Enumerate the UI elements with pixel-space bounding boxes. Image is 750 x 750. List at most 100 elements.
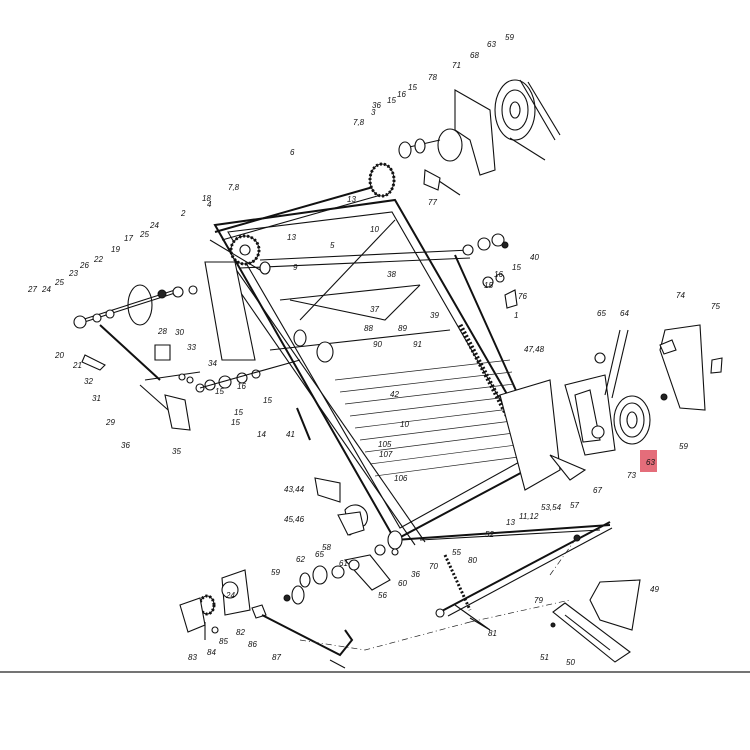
- part-label: 59: [679, 442, 688, 451]
- long-shaft: [435, 521, 613, 631]
- part-label: 15: [484, 281, 493, 290]
- part-label: 15: [263, 396, 272, 405]
- part-label: 24: [149, 221, 159, 230]
- part-label: 90: [373, 340, 382, 349]
- part-label: 41: [286, 430, 295, 439]
- part-label: 3: [371, 108, 376, 117]
- part-label: 73: [627, 471, 636, 480]
- top-sprocket: [368, 162, 396, 198]
- part-label: 59: [505, 33, 514, 42]
- part-label: 13: [287, 233, 296, 242]
- part-label: 14: [257, 430, 266, 439]
- part-label: 7,8: [228, 183, 240, 192]
- part-label: 35: [172, 447, 181, 456]
- left-sprocket-assembly: [204, 234, 271, 361]
- part-label: 82: [236, 628, 245, 637]
- part-label: 88: [364, 324, 373, 333]
- part-label: 36: [411, 570, 420, 579]
- part-label: 13: [506, 518, 515, 527]
- part-label: 65: [315, 550, 324, 559]
- part-label: 30: [175, 328, 184, 337]
- part-label: 16: [237, 382, 246, 391]
- highlight-box: [640, 450, 657, 472]
- part-label: 10: [370, 225, 379, 234]
- part-label: 61: [339, 559, 348, 568]
- part-label: 67: [593, 486, 602, 495]
- part-label: 83: [188, 653, 197, 662]
- part-label: 20: [54, 351, 64, 360]
- part-label: 36: [372, 101, 381, 110]
- bottom-right-plates: [550, 579, 641, 663]
- part-label: 9: [293, 263, 298, 272]
- part-label: 45,46: [284, 515, 305, 524]
- part-label: 76: [518, 292, 527, 301]
- part-label: 71: [452, 61, 461, 70]
- part-label: 16: [397, 90, 406, 99]
- part-label: 60: [398, 579, 407, 588]
- part-label: 34: [208, 359, 217, 368]
- part-label: 26: [79, 261, 89, 270]
- part-label: 58: [322, 543, 331, 552]
- part-label: 33: [187, 343, 196, 352]
- part-label: 86: [248, 640, 257, 649]
- part-label: 32: [84, 377, 93, 386]
- part-label: 51: [540, 653, 549, 662]
- part-label: 65: [597, 309, 606, 318]
- part-label: 63: [487, 40, 496, 49]
- part-label: 2: [180, 209, 186, 218]
- part-label: 91: [413, 340, 422, 349]
- part-label: 62: [296, 555, 305, 564]
- left-disc-and-lever: [73, 284, 301, 431]
- part-label: 56: [378, 591, 387, 600]
- crank-assembly: [179, 569, 354, 669]
- part-label: 13: [347, 195, 356, 204]
- part-label: 53,54: [541, 503, 562, 512]
- part-label: 39: [430, 311, 439, 320]
- part-label: 40: [530, 253, 539, 262]
- part-label: 50: [566, 658, 575, 667]
- part-label: 15: [387, 96, 396, 105]
- part-label: 70: [429, 562, 438, 571]
- top-pulley-assembly: [398, 79, 561, 196]
- part-label: 18: [202, 194, 211, 203]
- part-label: 16: [494, 270, 503, 279]
- part-label: 49: [650, 585, 659, 594]
- part-label: 22: [93, 255, 103, 264]
- part-label: 68: [470, 51, 479, 60]
- part-label: 11,12: [519, 512, 539, 521]
- part-label: 85: [219, 637, 228, 646]
- part-label: 55: [452, 548, 461, 557]
- part-label: 27: [27, 285, 37, 294]
- part-label: 74: [676, 291, 685, 300]
- part-label: 37: [370, 305, 379, 314]
- part-label: 24: [41, 285, 51, 294]
- bottom-middle-parts: [283, 544, 472, 611]
- part-label: 52: [485, 530, 494, 539]
- part-label: 77: [428, 198, 437, 207]
- part-label: 31: [92, 394, 101, 403]
- part-label: 29: [105, 418, 115, 427]
- part-label: 15: [234, 408, 243, 417]
- part-label: 7,8: [353, 118, 365, 127]
- part-label: 10: [400, 420, 409, 429]
- part-label: 4: [207, 200, 212, 209]
- bottom-left-parts: [296, 407, 369, 536]
- part-label: 17: [124, 234, 133, 243]
- main-frame: [213, 184, 611, 550]
- part-label: 25: [54, 278, 64, 287]
- part-label: 84: [207, 648, 216, 657]
- part-label: 106: [394, 474, 408, 483]
- part-label: 28: [157, 327, 167, 336]
- part-label: 87: [272, 653, 281, 662]
- part-label: 59: [271, 568, 280, 577]
- part-label: 15: [512, 263, 521, 272]
- right-hardware: [462, 233, 723, 456]
- part-label: 38: [387, 270, 396, 279]
- part-label: 57: [570, 501, 579, 510]
- part-label: 42: [390, 390, 399, 399]
- part-label: 43,44: [284, 485, 305, 494]
- part-label: 6: [290, 148, 295, 157]
- part-label: 64: [620, 309, 629, 318]
- part-label: 78: [428, 73, 437, 82]
